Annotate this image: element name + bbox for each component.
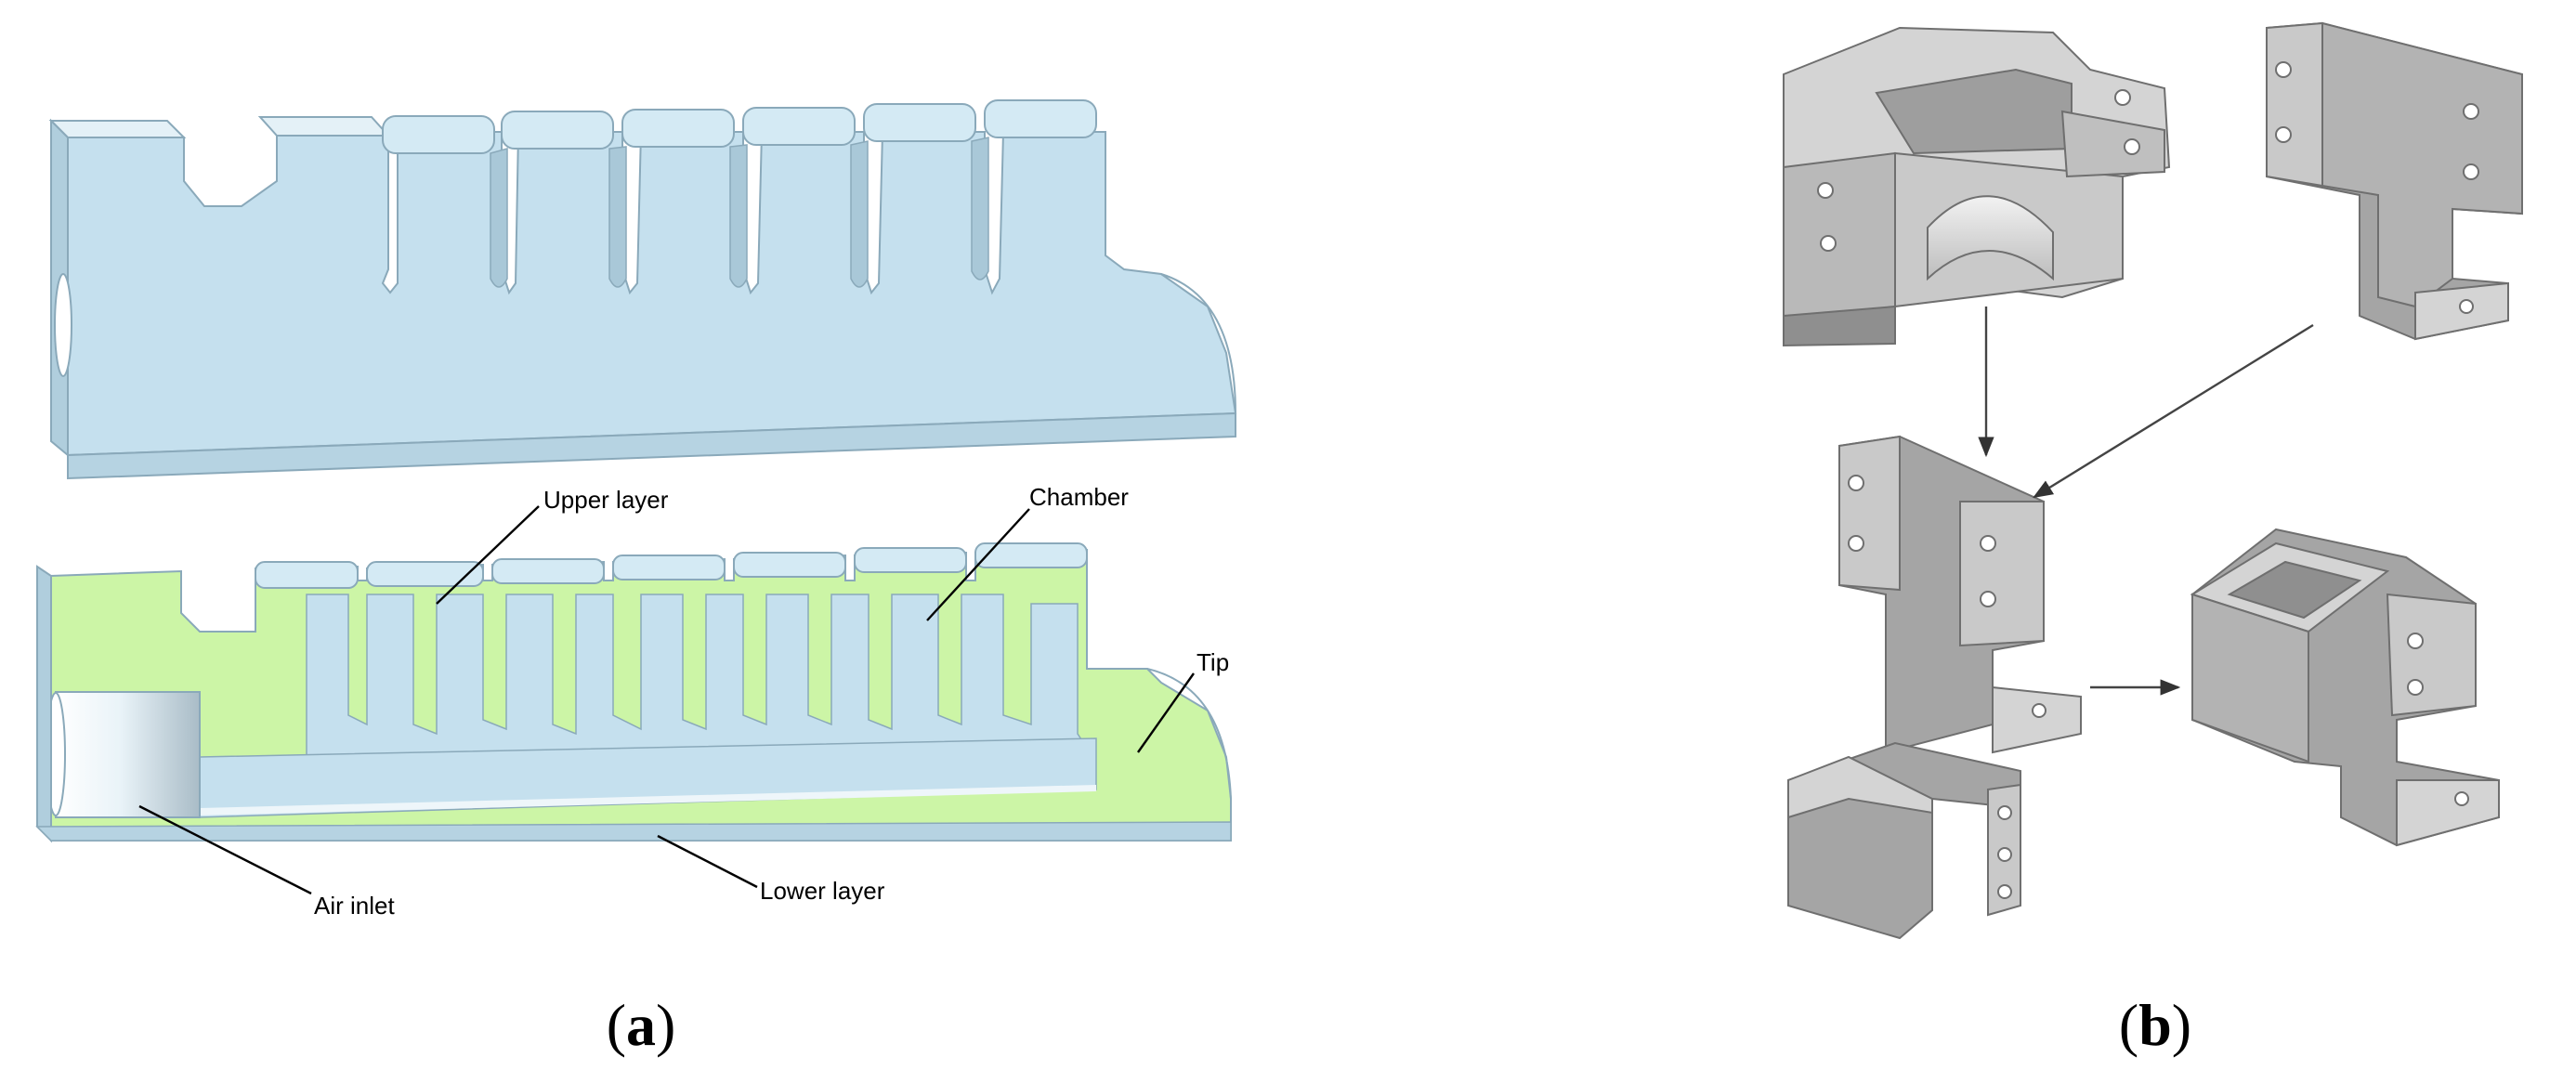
actuator-cross-section — [35, 542, 1232, 843]
part-assembled-bracket — [1838, 435, 2082, 754]
part-t-bracket — [2266, 21, 2523, 341]
label-air-inlet: Air inlet — [314, 892, 395, 920]
arrow-bracket-to-assembly — [2033, 323, 2314, 499]
panel-label-a: (a) — [607, 992, 676, 1058]
part-final-assembly — [2190, 528, 2500, 847]
leader-upper-layer — [436, 505, 540, 605]
panel-b: (b) — [1783, 21, 2523, 1058]
leader-lower-layer — [657, 834, 758, 889]
label-lower-layer: Lower layer — [760, 877, 885, 905]
part-cradle-base — [1783, 26, 2171, 347]
panel-label-b: (b) — [2119, 992, 2191, 1058]
actuator-body — [67, 131, 1237, 457]
label-chamber: Chamber — [1029, 483, 1129, 511]
label-upper-layer: Upper layer — [543, 486, 669, 514]
panel-a: Upper layer Chamber Tip Air inlet Lower … — [35, 99, 1237, 1058]
label-tip: Tip — [1196, 648, 1229, 676]
leader-air-inlet — [138, 804, 312, 895]
leader-chamber — [926, 508, 1030, 621]
actuator-exterior — [48, 99, 1237, 480]
part-u-channel — [1787, 741, 2021, 940]
air-inlet-bore — [55, 691, 201, 818]
leader-tip — [1137, 672, 1195, 753]
